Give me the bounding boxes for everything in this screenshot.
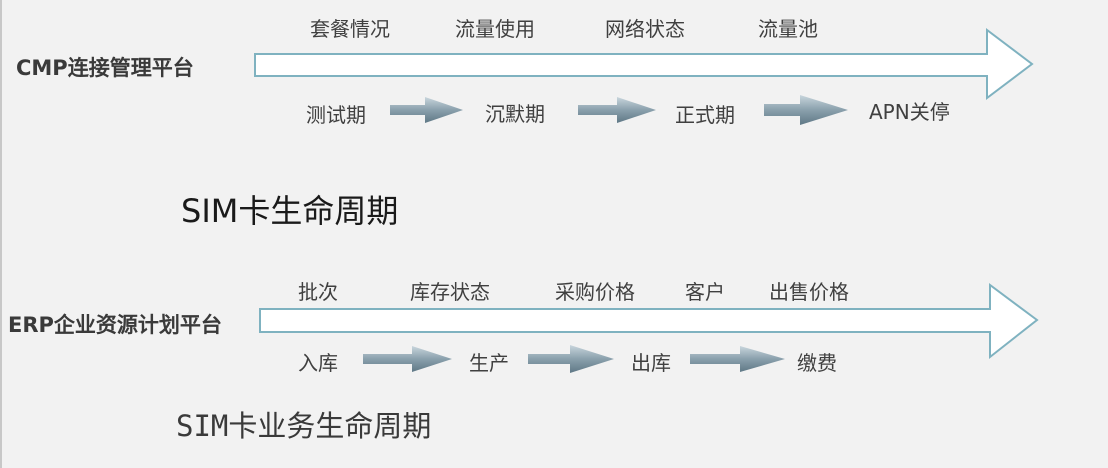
cmp-function-3: 网络状态 [605, 17, 685, 41]
erp-function-1: 批次 [298, 280, 338, 304]
cmp-stage-1: 测试期 [306, 103, 366, 127]
erp-stage-2: 生产 [469, 351, 509, 375]
erp-stage-arrow-2 [528, 345, 614, 373]
cmp-platform-label: CMP连接管理平台 [16, 56, 194, 80]
erp-function-3: 采购价格 [555, 280, 635, 304]
erp-timeline-arrow [259, 283, 1039, 360]
cmp-function-1: 套餐情况 [310, 17, 390, 41]
cmp-stage-3: 正式期 [675, 103, 735, 127]
erp-stage-arrow-1 [363, 346, 452, 372]
cmp-timeline-arrow [254, 27, 1034, 101]
cmp-stage-2: 沉默期 [485, 102, 545, 126]
erp-function-2: 库存状态 [410, 280, 490, 304]
erp-stage-1: 入库 [298, 351, 338, 375]
cmp-stage-arrow-2 [578, 97, 656, 123]
erp-platform-label: ERP企业资源计划平台 [8, 313, 222, 337]
erp-function-5: 出售价格 [769, 280, 849, 304]
erp-stage-3: 出库 [631, 351, 671, 375]
erp-stage-arrow-3 [690, 346, 785, 372]
sim-business-lifecycle-title: SIM卡业务生命周期 [176, 409, 432, 443]
cmp-stage-arrow-3 [764, 95, 848, 125]
cmp-function-2: 流量使用 [455, 17, 535, 41]
cmp-function-4: 流量池 [758, 17, 818, 41]
erp-function-4: 客户 [685, 280, 725, 304]
cmp-stage-arrow-1 [390, 97, 463, 123]
erp-stage-4: 缴费 [797, 351, 837, 375]
sim-lifecycle-title: SIM卡生命周期 [181, 192, 399, 230]
cmp-stage-4: APN关停 [869, 100, 950, 124]
